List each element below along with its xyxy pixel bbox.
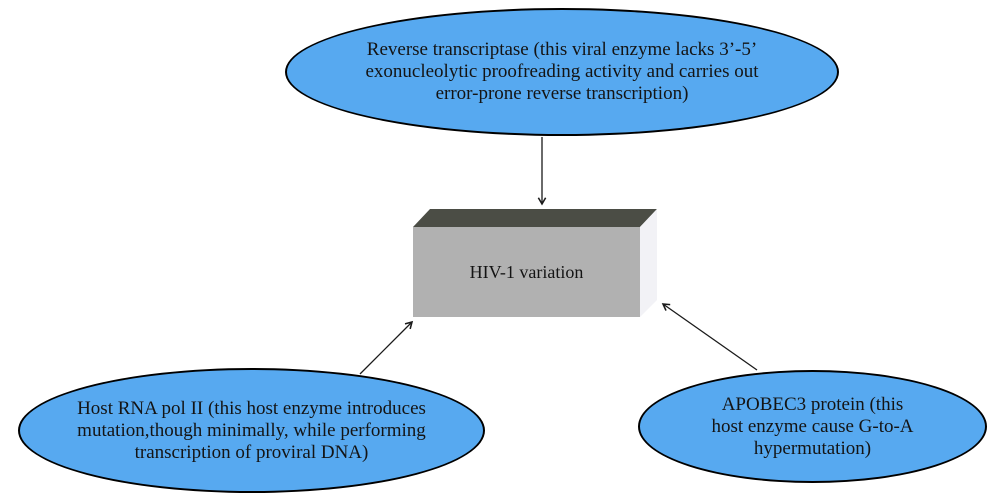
node-reverse-transcriptase: Reverse transcriptase (this viral enzyme… — [285, 8, 839, 136]
node-host-rna-pol-ii: Host RNA pol II (this host enzyme introd… — [18, 368, 485, 493]
arrow-apobec3-to-box — [661, 303, 758, 371]
node-reverse-transcriptase-label: Reverse transcriptase (this viral enzyme… — [365, 39, 759, 104]
node-apobec3: APOBEC3 protein (this host enzyme cause … — [638, 370, 987, 483]
node-host-rna-pol-ii-label: Host RNA pol II (this host enzyme introd… — [77, 397, 426, 463]
node-hiv1-variation-label: HIV-1 variation — [469, 262, 584, 282]
arrow-host-rna-pol-ii-to-box — [359, 320, 414, 375]
box-front-face — [413, 227, 640, 317]
node-apobec3-label: APOBEC3 protein (this host enzyme cause … — [711, 393, 914, 459]
node-hiv1-variation: HIV-1 variation — [413, 227, 640, 317]
box-right-face — [640, 209, 657, 317]
box-top-face — [413, 209, 657, 227]
